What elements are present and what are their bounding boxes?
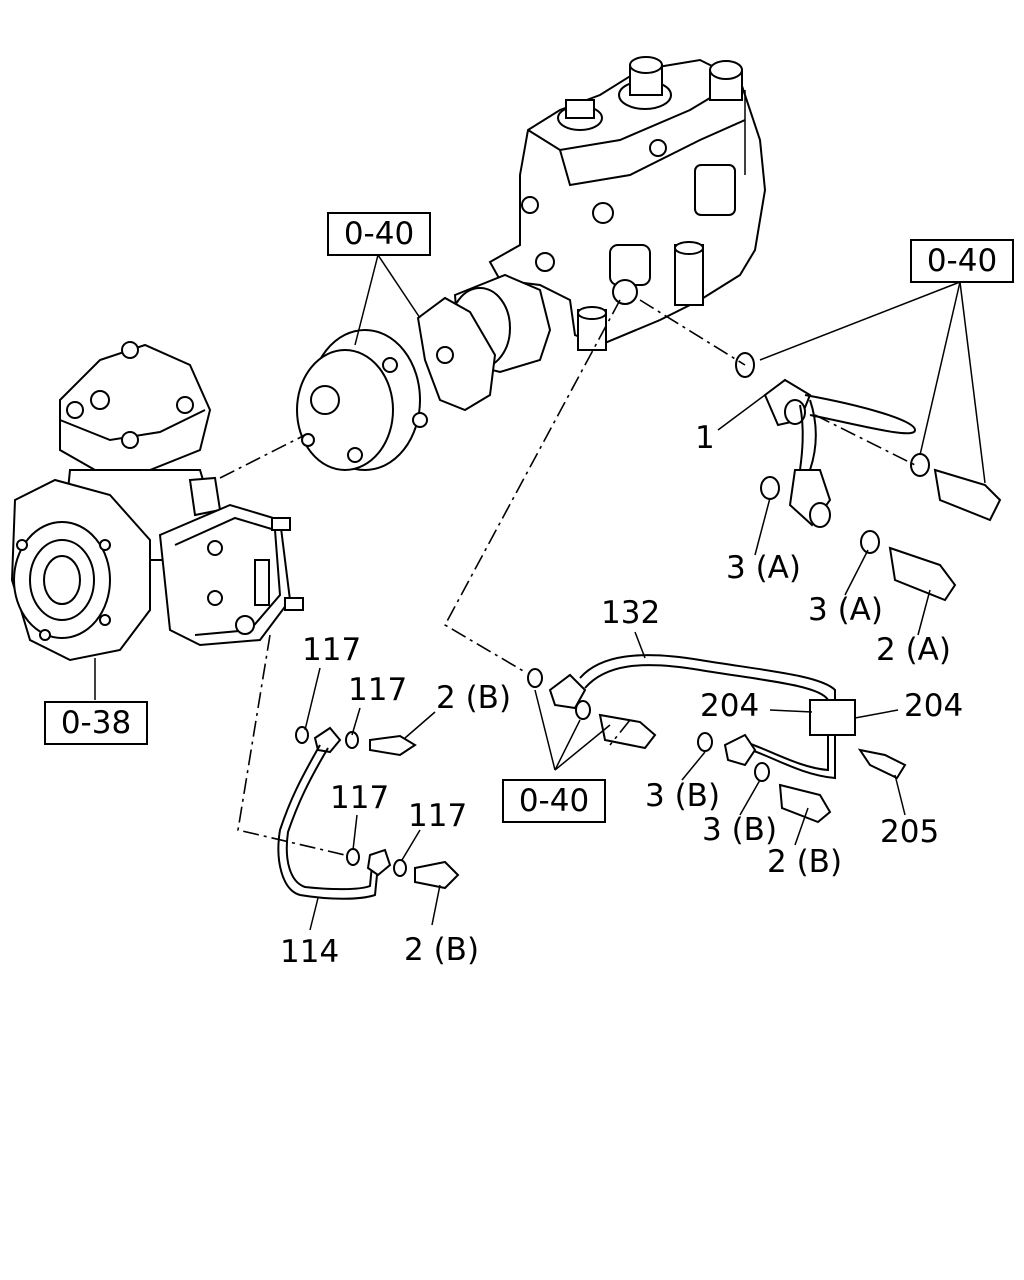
callout-117-c: 117 xyxy=(330,780,389,816)
callout-117-d: 117 xyxy=(408,798,467,834)
callout-117-b: 117 xyxy=(348,672,407,708)
ref-label: 0-40 xyxy=(927,243,997,279)
ref-box-left[interactable]: 0-38 xyxy=(44,701,148,745)
leader-lines xyxy=(94,254,986,931)
callout-2b-lower: 2 (B) xyxy=(404,932,479,968)
oil-pipe-114 xyxy=(277,726,460,900)
oil-pipe-132 xyxy=(527,654,907,824)
callout-3b-lower: 3 (B) xyxy=(702,812,777,848)
ref-label: 0-40 xyxy=(519,783,589,819)
ref-box-top-center[interactable]: 0-40 xyxy=(327,212,431,256)
callout-114: 114 xyxy=(280,934,339,970)
drive-coupling xyxy=(296,329,428,471)
callout-2b-right: 2 (B) xyxy=(767,844,842,880)
callout-204-left: 204 xyxy=(700,688,759,724)
callout-3a-lower: 3 (A) xyxy=(808,592,883,628)
ref-box-bottom-center[interactable]: 0-40 xyxy=(502,779,606,823)
callout-2a: 2 (A) xyxy=(876,632,951,668)
callout-204-right: 204 xyxy=(904,688,963,724)
callout-132: 132 xyxy=(601,595,660,631)
ref-label: 0-40 xyxy=(344,216,414,252)
callout-3a-upper: 3 (A) xyxy=(726,550,801,586)
ref-label: 0-38 xyxy=(61,705,131,741)
callout-205: 205 xyxy=(880,814,939,850)
injection-pump xyxy=(488,56,767,351)
oil-pipe-1 xyxy=(735,352,1002,602)
callout-2b-upper: 2 (B) xyxy=(436,680,511,716)
center-lines xyxy=(219,299,916,856)
callout-3b-upper: 3 (B) xyxy=(645,778,720,814)
callout-1: 1 xyxy=(695,420,715,456)
callout-117-a: 117 xyxy=(302,632,361,668)
ref-box-top-right[interactable]: 0-40 xyxy=(910,239,1014,283)
unloader-valve-block xyxy=(158,503,304,647)
pump-drive-flange xyxy=(416,273,552,412)
